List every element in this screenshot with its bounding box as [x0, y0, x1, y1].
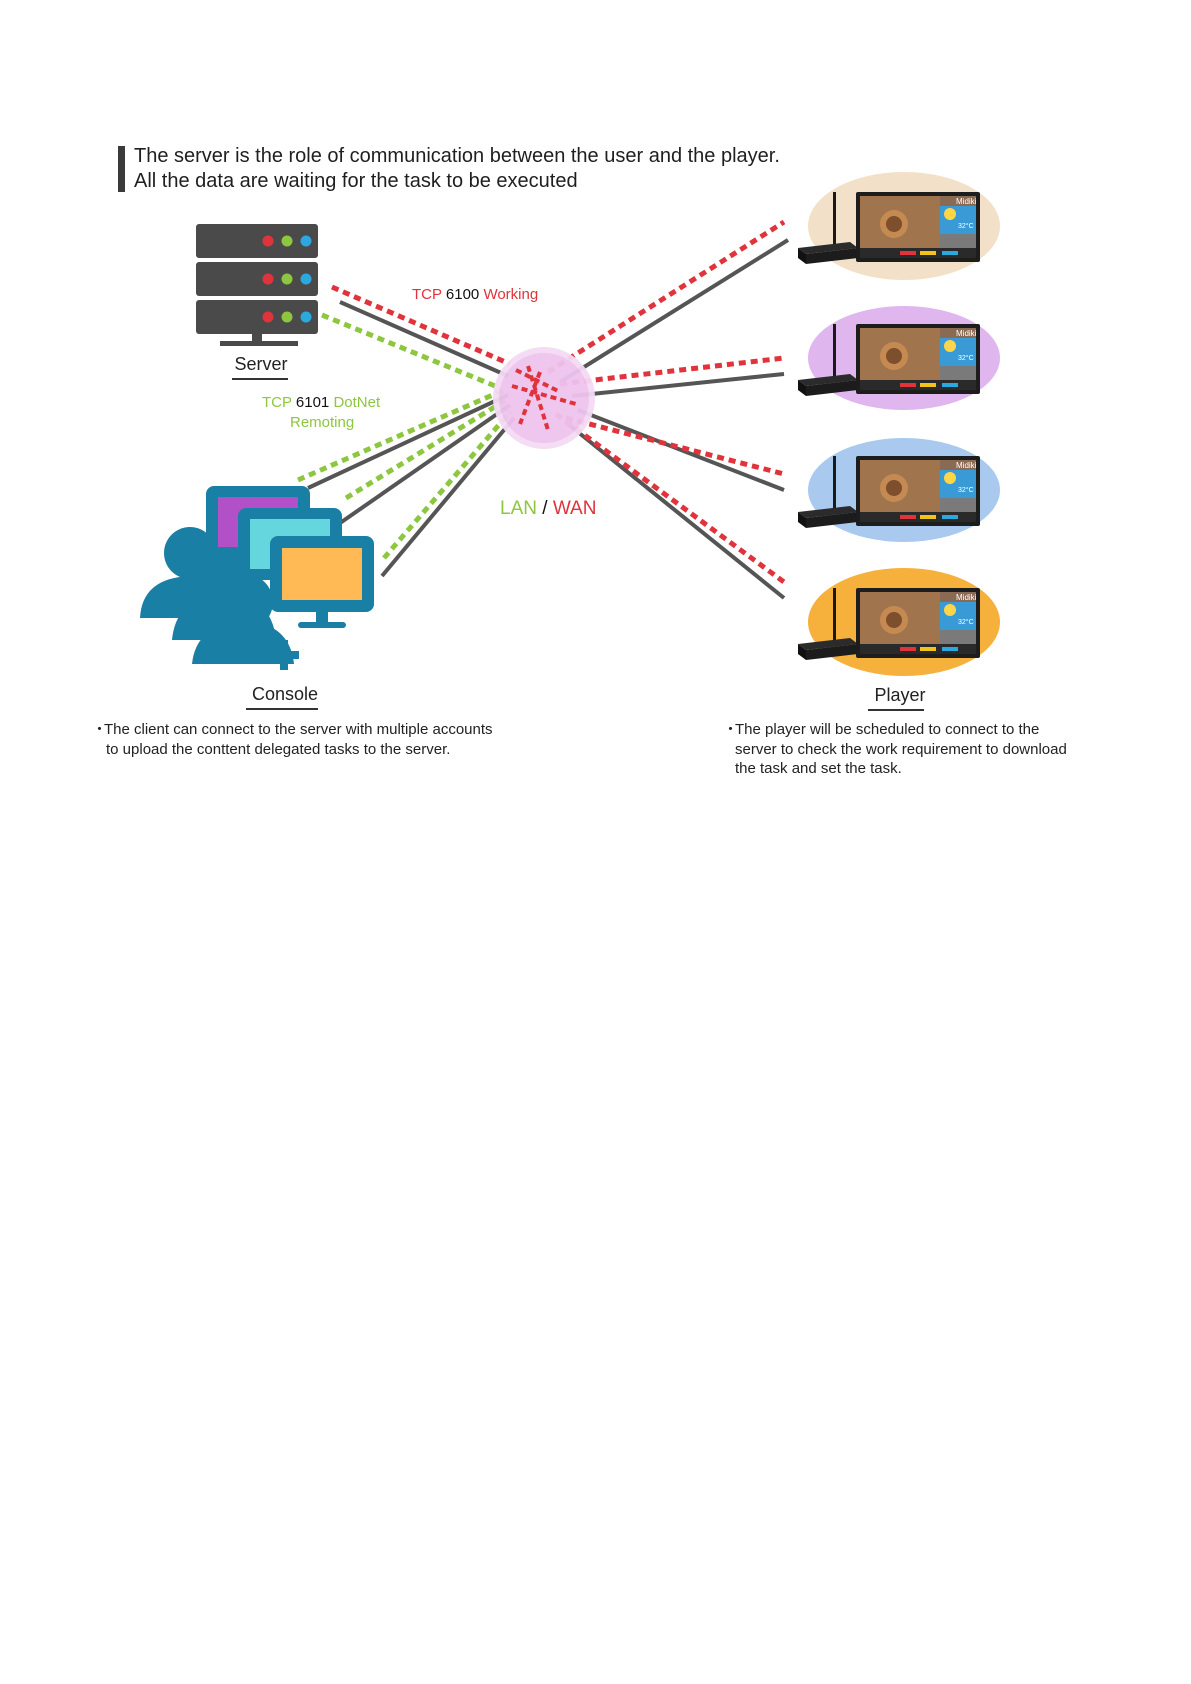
console-green-link-2 — [344, 397, 508, 501]
tcp6101-label: TCP 6101 DotNet — [262, 394, 380, 411]
player3-gray-link — [577, 408, 785, 492]
console-green-link-1 — [296, 387, 506, 483]
heading-line-2: All the data are waiting for the task to… — [134, 170, 578, 192]
console-description: ・ The client can connect to the server w… — [92, 720, 493, 759]
player-description: ・ The player will be scheduled to connec… — [723, 720, 1067, 779]
media-box-icon — [798, 638, 858, 660]
heading-line-1: The server is the role of communication … — [134, 145, 780, 167]
player-brand-text: Midiki — [956, 461, 977, 470]
connection-lines — [296, 219, 790, 600]
player-temperature-text: 32°C — [958, 618, 974, 626]
player-label-underline — [868, 709, 924, 711]
server-gray-link — [339, 300, 509, 378]
console-description-line-1: The client can connect to the server wit… — [104, 721, 493, 738]
heading-accent-bar — [118, 146, 125, 192]
console-gray-link-3 — [380, 416, 516, 578]
console-label: Console — [251, 684, 319, 704]
server-label: Server — [234, 354, 288, 374]
console-gray-link-2 — [328, 403, 512, 532]
tcp6101-name2: Remoting — [290, 414, 355, 431]
network-wan: WAN — [552, 498, 597, 519]
console-description-line-2: to upload the conttent delegated tasks t… — [106, 740, 451, 758]
player3-red-link — [565, 415, 785, 477]
network-hub — [493, 347, 595, 449]
tcp6100-port: 6100 — [445, 286, 480, 303]
player-brand-text: Midiki — [956, 197, 977, 206]
hub-red-dashes — [511, 365, 577, 431]
server-red-link — [331, 284, 511, 367]
tcp6101-proto: TCP — [262, 394, 292, 411]
server-icon — [196, 224, 318, 346]
tcp6101-name: DotNet — [333, 394, 381, 411]
player1-red-link — [546, 219, 786, 375]
display-screen-icon — [856, 324, 980, 394]
console-icon — [140, 486, 374, 670]
player-brand-text: Midiki — [956, 593, 977, 602]
antenna-icon — [833, 324, 836, 376]
player2-gray-link — [571, 372, 785, 398]
player-device-4: Midiki 32°C — [798, 588, 980, 660]
player-label: Player — [874, 685, 926, 705]
player-description-line-1: The player will be scheduled to connect … — [735, 721, 1040, 738]
tcp6100-name: Working — [483, 286, 539, 303]
player-device-2: Midiki 32°C — [798, 324, 980, 396]
player-brand-text: Midiki — [956, 329, 977, 338]
player-description-line-3: the task and set the task. — [735, 760, 902, 777]
server-green-link — [321, 312, 501, 391]
player-description-line-2: server to check the work requirement to … — [735, 740, 1067, 758]
network-label: LAN / WAN — [500, 498, 596, 520]
console-green-link-3 — [382, 410, 512, 560]
console-description-bullet: ・ — [92, 721, 108, 738]
antenna-icon — [833, 588, 836, 640]
player-temperature-text: 32°C — [958, 222, 974, 230]
player-temperature-text: 32°C — [958, 354, 974, 362]
player-device-3: Midiki 32°C — [798, 456, 980, 528]
console-label-underline — [246, 708, 318, 710]
tcp6101-port: 6101 — [295, 394, 330, 411]
player-description-bullet: ・ — [723, 721, 739, 738]
page-heading: The server is the role of communication … — [134, 144, 780, 194]
server-label-underline — [232, 378, 288, 380]
player2-red-link — [559, 355, 785, 387]
player1-gray-link — [558, 238, 790, 384]
network-separator: / — [542, 498, 548, 519]
media-box-icon — [798, 242, 858, 264]
console-gray-link-1 — [307, 393, 509, 490]
tcp6100-label: TCP 6100 Working — [412, 286, 538, 303]
display-screen-icon — [856, 192, 980, 262]
display-screen-icon — [856, 456, 980, 526]
antenna-icon — [833, 456, 836, 508]
media-box-icon — [798, 374, 858, 396]
player-device-1: Midiki 32°C — [798, 192, 980, 264]
player4-gray-link — [566, 422, 786, 600]
media-box-icon — [798, 506, 858, 528]
antenna-icon — [833, 192, 836, 244]
tcp6100-proto: TCP — [412, 286, 442, 303]
player-temperature-text: 32°C — [958, 486, 974, 494]
network-lan: LAN — [500, 498, 537, 519]
display-screen-icon — [856, 588, 980, 658]
